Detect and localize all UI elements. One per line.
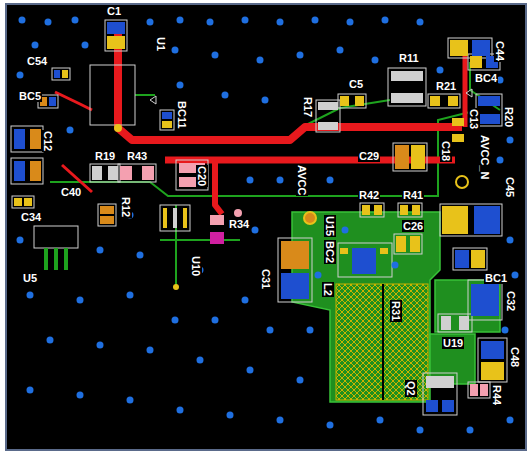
part-label: C13 <box>468 108 480 130</box>
part-label: U10 <box>190 255 202 277</box>
part-label: R44 <box>491 384 503 406</box>
part-label: U19 <box>442 337 464 349</box>
part-label: R19 <box>94 150 116 162</box>
part-label: R21 <box>435 80 457 92</box>
part-label: BC1 <box>484 272 508 284</box>
part-label: BC2 <box>324 240 336 264</box>
part-label: C34 <box>20 211 42 223</box>
part-label: C1 <box>106 5 122 17</box>
part-label: C48 <box>509 346 521 368</box>
part-label: C20 <box>196 165 208 187</box>
part-label: C45 <box>504 176 516 198</box>
part-label: C44 <box>494 40 506 62</box>
part-label: R31 <box>390 300 402 322</box>
part-label: Q2 <box>405 380 417 397</box>
part-label: C31 <box>260 268 272 290</box>
part-label: C18 <box>440 140 452 162</box>
part-label: C40 <box>60 186 82 198</box>
part-label: R17 <box>302 96 314 118</box>
part-label: C32 <box>505 290 517 312</box>
part-label: R34 <box>228 218 250 230</box>
part-label: BC11 <box>176 100 188 130</box>
part-label: R41 <box>402 189 424 201</box>
part-label: R42 <box>358 189 380 201</box>
part-label: BC4 <box>474 72 498 84</box>
part-label: C54 <box>26 55 48 67</box>
part-label: U1 <box>155 36 167 52</box>
part-label: C12 <box>42 130 54 152</box>
part-label: AVCC_N <box>479 134 491 180</box>
part-label: C26 <box>402 220 424 232</box>
part-label: L2 <box>322 282 334 297</box>
part-label: AVCC <box>296 164 308 196</box>
part-label: C29 <box>358 150 380 162</box>
part-label: C5 <box>348 78 364 90</box>
part-label: R43 <box>126 150 148 162</box>
part-label: R20 <box>503 106 515 128</box>
part-label: BC5 <box>18 90 42 102</box>
part-label: R11 <box>398 52 420 64</box>
part-label: U5 <box>22 272 38 284</box>
part-label: R12 <box>120 196 132 218</box>
part-label: U15 <box>324 215 336 237</box>
